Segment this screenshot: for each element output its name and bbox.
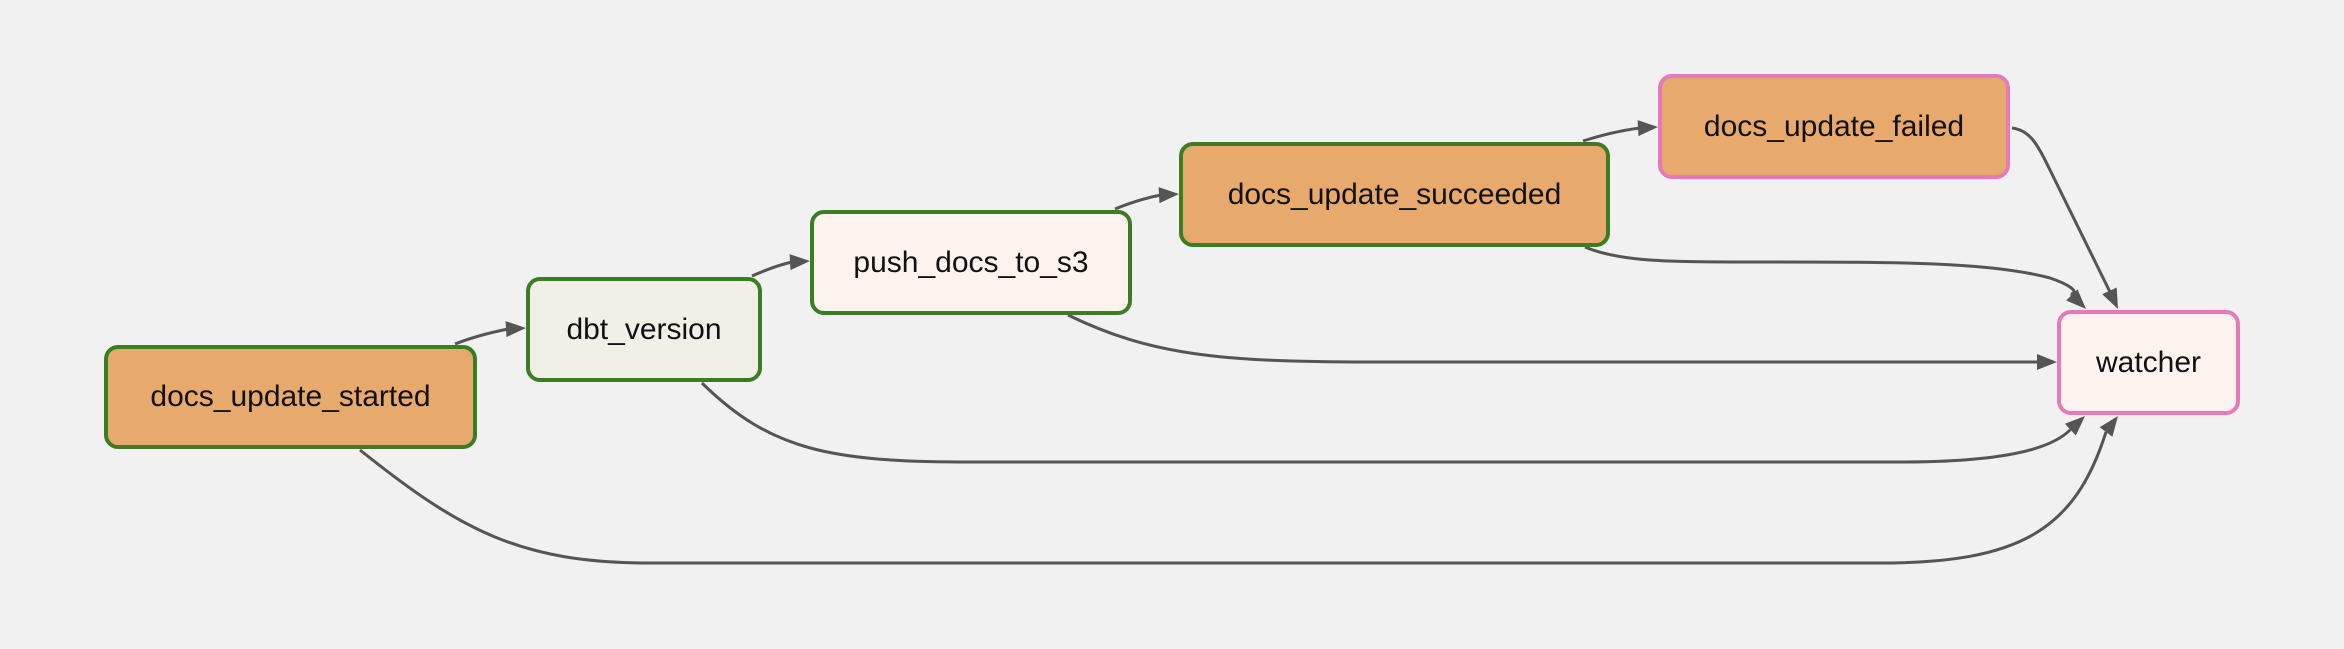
arrowhead-docs-update-started-to-dbt-version bbox=[505, 321, 526, 338]
edge-docs-update-started-to-dbt-version bbox=[454, 327, 509, 346]
edge-connector-docs-update-succeeded-to-watcher bbox=[2069, 292, 2073, 296]
arrowhead-docs-update-failed-to-watcher bbox=[2102, 287, 2118, 309]
arrowhead-dbt-version-to-push-docs-to-s3 bbox=[789, 254, 810, 271]
arrowhead-docs-update-succeeded-to-watcher bbox=[2066, 289, 2086, 309]
edge-docs-update-started-to-watcher bbox=[359, 431, 2108, 565]
edge-push-docs-to-s3-to-watcher bbox=[1067, 313, 2039, 364]
edge-dbt-version-to-push-docs-to-s3 bbox=[751, 260, 793, 278]
node-dbt-version[interactable]: dbt_version bbox=[526, 277, 762, 382]
node-docs-update-succeeded[interactable]: docs_update_succeeded bbox=[1179, 142, 1610, 247]
edge-docs-update-failed-to-watcher bbox=[2011, 126, 2112, 293]
arrowhead-push-docs-to-s3-to-docs-update-succeeded bbox=[1158, 187, 1179, 204]
node-docs-update-started[interactable]: docs_update_started bbox=[104, 345, 477, 449]
edge-docs-update-succeeded-to-docs-update-failed bbox=[1582, 126, 1641, 143]
edge-dbt-version-to-watcher bbox=[700, 381, 2072, 464]
node-watcher[interactable]: watcher bbox=[2057, 310, 2240, 415]
arrowhead-dbt-version-to-watcher bbox=[2064, 416, 2085, 436]
edge-layer bbox=[359, 120, 2118, 565]
edge-docs-update-succeeded-to-watcher bbox=[1584, 245, 2076, 296]
arrowhead-push-docs-to-s3-to-watcher bbox=[2037, 354, 2057, 370]
edge-push-docs-to-s3-to-docs-update-succeeded bbox=[1114, 193, 1162, 211]
arrowhead-docs-update-started-to-watcher bbox=[2099, 416, 2118, 437]
arrowhead-docs-update-succeeded-to-docs-update-failed bbox=[1637, 120, 1658, 137]
node-docs-update-failed[interactable]: docs_update_failed bbox=[1658, 74, 2010, 179]
node-push-docs-to-s3[interactable]: push_docs_to_s3 bbox=[810, 210, 1132, 315]
